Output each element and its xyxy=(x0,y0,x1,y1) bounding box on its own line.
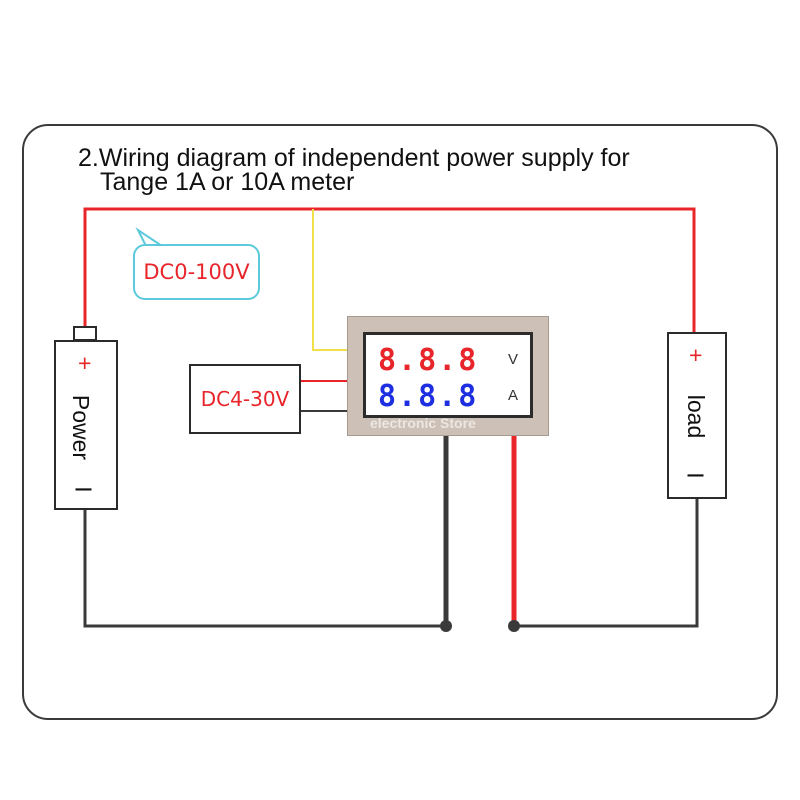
load-box xyxy=(667,332,727,499)
power-minus-sign: I xyxy=(70,486,97,493)
auxiliary-supply-box: DC4-30V xyxy=(189,364,301,434)
supply-label: DC4-30V xyxy=(200,387,290,411)
load-minus-sign: I xyxy=(682,472,709,479)
meter-display: 8.8.8 V 8.8.8 A xyxy=(363,332,533,418)
voltage-range-bubble: DC0-100V xyxy=(133,244,260,300)
junction-dot-right xyxy=(508,620,520,632)
current-unit: A xyxy=(508,387,519,404)
volt-amp-meter: 8.8.8 V 8.8.8 A xyxy=(347,316,549,436)
diagram-title: 2.Wiring diagram of independent power su… xyxy=(78,144,630,196)
power-plus-sign: + xyxy=(78,350,92,376)
voltage-range-label: DC0-100V xyxy=(143,260,250,284)
store-watermark: electronic Store xyxy=(370,415,476,431)
power-source xyxy=(54,340,118,510)
voltage-unit: V xyxy=(508,351,519,368)
load-label: load xyxy=(683,394,710,439)
power-negative-wire xyxy=(83,436,448,628)
battery-terminal-cap xyxy=(73,326,97,341)
power-label: Power xyxy=(68,394,95,461)
voltage-sense-wire xyxy=(312,209,347,351)
junction-dot-left xyxy=(440,620,452,632)
voltage-digits: 8.8.8 xyxy=(378,343,479,378)
title-line-1: 2.Wiring diagram of independent power su… xyxy=(78,144,630,172)
current-digits: 8.8.8 xyxy=(378,379,479,414)
title-line-2: Tange 1A or 10A meter xyxy=(100,168,355,196)
bubble-tail xyxy=(135,227,163,247)
diagram-frame xyxy=(22,124,778,720)
load-plus-sign: + xyxy=(689,342,703,368)
positive-rail-wire xyxy=(83,207,696,332)
